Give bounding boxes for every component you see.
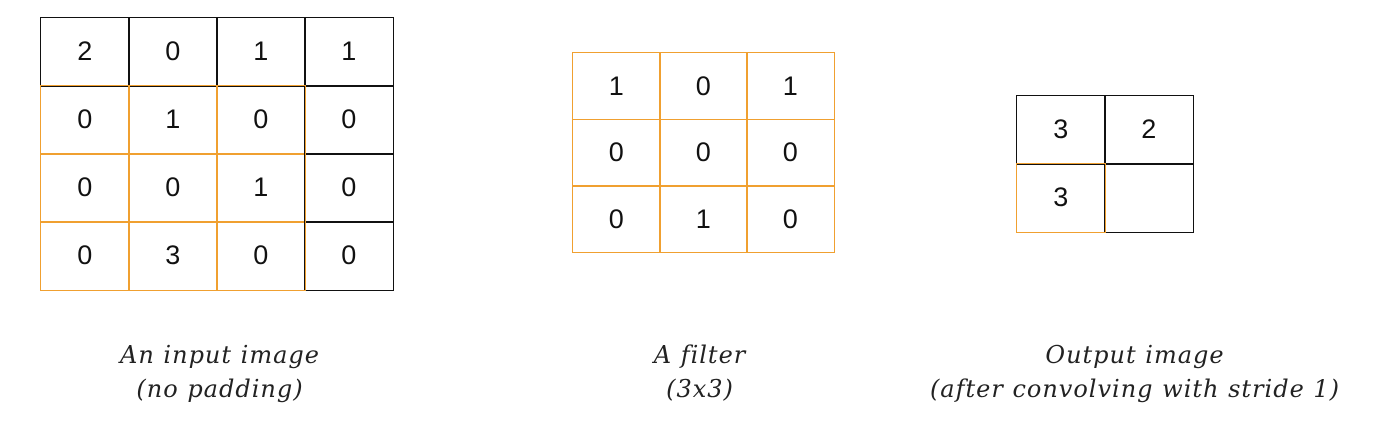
input-image-cell-r4-c3: 0 — [216, 221, 306, 291]
input-image-cell-r3-c1: 0 — [40, 153, 130, 223]
filter-caption-title: A filter — [653, 341, 747, 369]
filter-cell-r3-c1: 0 — [572, 185, 661, 253]
input-image-caption-subtitle: (no padding) — [136, 375, 304, 403]
input-image-cell-r1-c1: 2 — [40, 17, 130, 87]
filter-cell-r2-c3: 0 — [746, 118, 835, 187]
input-image-caption: An input image (no padding) — [80, 338, 360, 406]
input-image-cell-r1-c2: 0 — [128, 17, 218, 87]
output-image-caption-subtitle: (after convolving with stride 1) — [929, 375, 1341, 403]
filter-cell-r1-c1: 1 — [572, 52, 661, 120]
filter-cell-r1-c3: 1 — [746, 52, 835, 120]
input-image-cell-r4-c2: 3 — [128, 221, 218, 291]
filter-cell-r2-c2: 0 — [659, 118, 748, 187]
input-image-cell-r1-c3: 1 — [216, 17, 306, 87]
input-image-cell-r2-c2: 1 — [128, 85, 218, 155]
filter-caption-subtitle: (3x3) — [666, 375, 734, 403]
input-image-cell-r3-c2: 0 — [128, 153, 218, 223]
input-image-cell-r3-c4: 0 — [304, 153, 394, 223]
filter-cell-r3-c3: 0 — [746, 185, 835, 253]
input-image-cell-r4-c4: 0 — [304, 221, 394, 291]
input-image-cell-r1-c4: 1 — [304, 17, 394, 87]
output-image-cell-r1-c1: 3 — [1016, 95, 1106, 165]
input-image-cell-r3-c3: 1 — [216, 153, 306, 223]
input-image-caption-title: An input image — [120, 341, 320, 369]
input-image-cell-r2-c4: 0 — [304, 85, 394, 155]
input-image-cell-r2-c3: 0 — [216, 85, 306, 155]
filter-caption: A filter (3x3) — [600, 338, 800, 406]
output-image-cell-r2-c2 — [1104, 163, 1194, 233]
output-image-caption: Output image (after convolving with stri… — [900, 338, 1370, 406]
filter-cell-r2-c1: 0 — [572, 118, 661, 187]
output-image-cell-r2-c1: 3 — [1016, 163, 1106, 233]
input-image-cell-r2-c1: 0 — [40, 85, 130, 155]
filter-cell-r3-c2: 1 — [659, 185, 748, 253]
output-image-caption-title: Output image — [1045, 341, 1225, 369]
input-image-cell-r4-c1: 0 — [40, 221, 130, 291]
output-image-cell-r1-c2: 2 — [1104, 95, 1194, 165]
filter-cell-r1-c2: 0 — [659, 52, 748, 120]
